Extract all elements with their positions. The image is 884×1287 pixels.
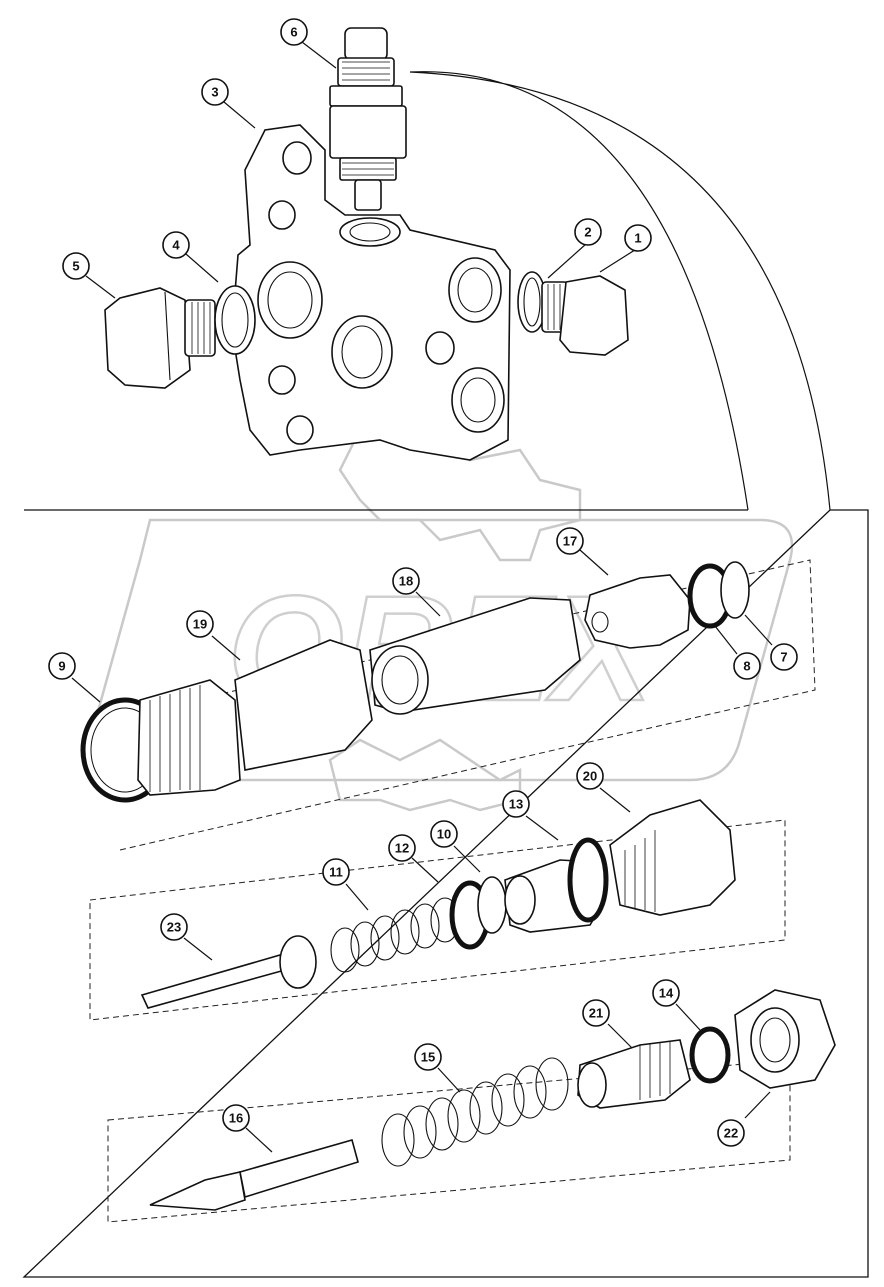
- callout-label-18: 18: [399, 574, 413, 589]
- callout-label-15: 15: [421, 1050, 435, 1065]
- callout-4: 4: [162, 231, 190, 259]
- cartridge-leader-lines: [409, 71, 831, 511]
- callout-20: 20: [576, 762, 604, 790]
- callout-label-9: 9: [58, 659, 65, 674]
- callout-label-12: 12: [395, 841, 409, 856]
- spring-11: [330, 897, 460, 973]
- callout-label-20: 20: [583, 769, 597, 784]
- pin-23: [140, 935, 317, 1009]
- callout-label-19: 19: [193, 617, 207, 632]
- callout-label-11: 11: [329, 865, 343, 880]
- spring-15: [381, 1057, 569, 1167]
- callout-label-22: 22: [724, 1126, 738, 1141]
- callout-12: 12: [388, 834, 416, 862]
- assembly-frame: [22, 509, 869, 1278]
- relief-cartridge: [329, 27, 407, 211]
- callout-label-8: 8: [743, 659, 750, 674]
- group-outline-bottom: [107, 1059, 791, 1223]
- callout-5: 5: [62, 252, 90, 280]
- valve-body: [231, 124, 511, 461]
- callout-11: 11: [322, 858, 350, 886]
- callout-label-16: 16: [229, 1111, 243, 1126]
- callout-2: 2: [574, 218, 602, 246]
- callout-label-1: 1: [634, 231, 641, 246]
- callout-6: 6: [280, 18, 308, 46]
- callout-14: 14: [652, 979, 680, 1007]
- callout-23: 23: [160, 913, 188, 941]
- callout-label-10: 10: [437, 827, 451, 842]
- callout-label-14: 14: [659, 986, 674, 1001]
- callout-label-5: 5: [72, 259, 79, 274]
- callout-13: 13: [502, 790, 530, 818]
- adjuster-nut-20: [609, 799, 736, 916]
- callout-15: 15: [414, 1043, 442, 1071]
- o-ring-left: [214, 285, 256, 355]
- callout-19: 19: [186, 610, 214, 638]
- callout-17: 17: [556, 527, 584, 555]
- callout-label-21: 21: [589, 1006, 603, 1021]
- callout-1: 1: [624, 224, 652, 252]
- callout-label-4: 4: [172, 238, 180, 253]
- plug-left: [104, 287, 216, 389]
- callout-label-2: 2: [584, 225, 591, 240]
- callout-8: 8: [733, 652, 761, 680]
- callout-leaders: [71, 41, 773, 1153]
- callout-label-13: 13: [509, 797, 523, 812]
- callout-label-3: 3: [211, 85, 218, 100]
- callout-label-17: 17: [563, 534, 577, 549]
- lock-nut-22: [734, 989, 836, 1089]
- callout-label-23: 23: [167, 920, 181, 935]
- callout-22: 22: [717, 1119, 745, 1147]
- poppet-17: [584, 574, 691, 649]
- callout-label-6: 6: [290, 25, 297, 40]
- needle-16: [149, 1139, 359, 1211]
- backup-ring-7: [720, 561, 750, 619]
- callout-9: 9: [48, 652, 76, 680]
- backup-ring-10: [477, 876, 507, 934]
- callout-label-7: 7: [780, 650, 787, 665]
- threaded-body-19: [137, 639, 373, 796]
- callout-21: 21: [582, 999, 610, 1027]
- o-ring-13: [567, 837, 609, 923]
- callout-7: 7: [770, 643, 798, 671]
- callout-10: 10: [430, 820, 458, 848]
- adjuster-screw-21: [577, 1039, 691, 1109]
- callout-18: 18: [392, 567, 420, 595]
- o-ring-14: [689, 1026, 731, 1084]
- callout-3: 3: [201, 78, 229, 106]
- sleeve-18: [369, 597, 581, 715]
- plug-right: [541, 275, 629, 356]
- callout-16: 16: [222, 1104, 250, 1132]
